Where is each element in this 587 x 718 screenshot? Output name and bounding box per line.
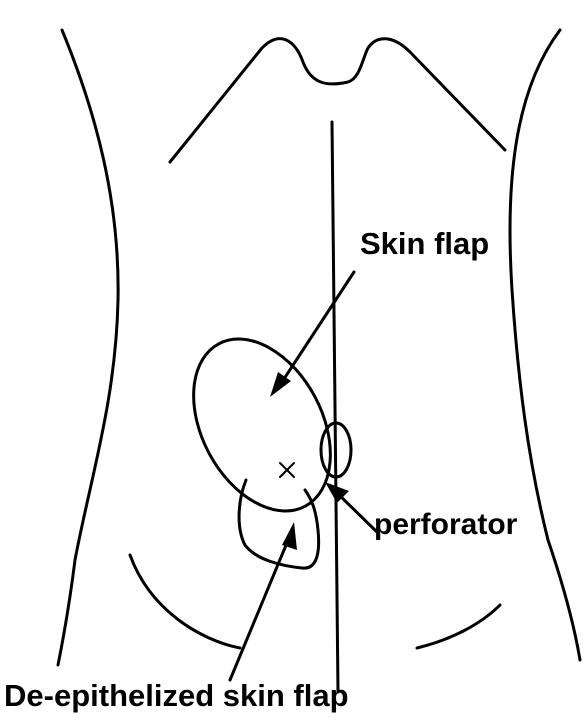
label-perforator: perforator: [374, 508, 518, 541]
neck-outline: [170, 39, 505, 162]
midline: [332, 122, 338, 692]
abdominal-crease: [130, 555, 500, 648]
skin-flap-arrow: [270, 272, 354, 397]
label-de-epithelized: De-epithelized skin flap: [4, 678, 349, 713]
flap-center-cross-icon: [280, 463, 294, 477]
de-epithelized-arrow: [230, 522, 297, 680]
label-skin-flap: Skin flap: [360, 226, 489, 261]
de-epithelized-flap-outline: [239, 480, 319, 568]
torso-right-outline: [510, 30, 580, 660]
perforator-arrow: [325, 482, 377, 532]
torso-left-outline: [58, 30, 118, 665]
